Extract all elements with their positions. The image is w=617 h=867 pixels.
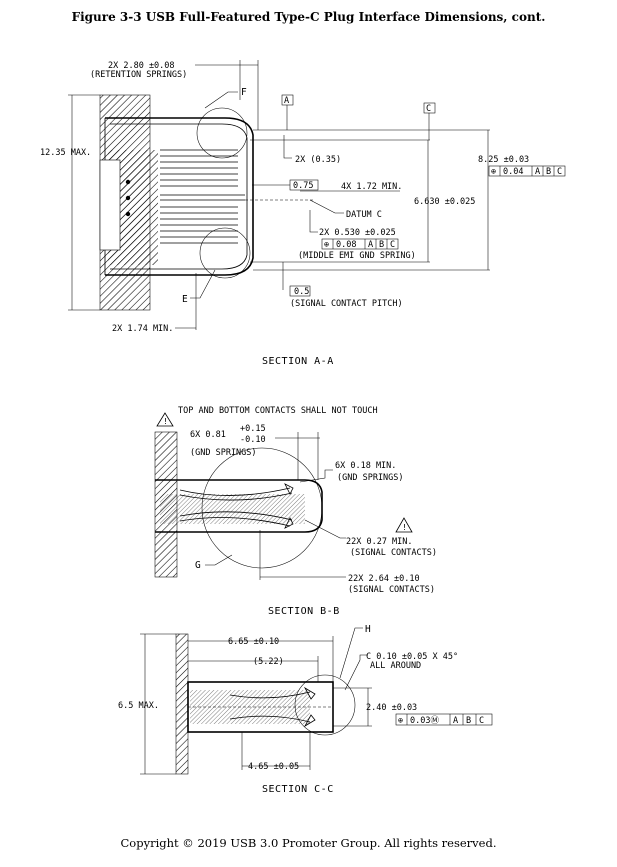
cc-fcf-240: ⊕ 0.03Ⓜ A B C [395, 713, 493, 726]
aa-datum-c: C [426, 104, 431, 114]
cc-height-max: 6.5 MAX. [118, 701, 159, 711]
svg-text:A: A [368, 240, 373, 250]
svg-text:0.03Ⓜ: 0.03Ⓜ [410, 716, 439, 726]
aa-detail-circle-f [196, 107, 248, 159]
svg-text:0.04: 0.04 [503, 167, 523, 177]
bb-gnd-springs-2: (GND SPRINGS) [337, 473, 404, 483]
cc-chamfer: C 0.10 ±0.05 X 45° [366, 652, 458, 662]
figure-title: Figure 3-3 USB Full-Featured Type-C Plug… [71, 10, 546, 24]
aa-height-max: 12.35 MAX. [40, 148, 91, 158]
aa-pitch-box: 0.5 [294, 287, 309, 297]
bb-warning-triangle-2: ! [395, 517, 413, 533]
bb-dim-027: 22X 0.27 MIN. [346, 537, 413, 547]
svg-text:B: B [379, 240, 384, 250]
copyright-footer: Copyright © 2019 USB 3.0 Promoter Group.… [120, 836, 497, 850]
aa-dim-825: 8.25 ±0.03 [478, 155, 529, 165]
svg-text:A: A [535, 167, 540, 177]
bb-dim-081: 6X 0.81 [190, 430, 226, 440]
aa-dim-075: 0.75 [293, 181, 313, 191]
cc-dim-240: 2.40 ±0.03 [366, 703, 417, 713]
bb-warning-text: TOP AND BOTTOM CONTACTS SHALL NOT TOUCH [178, 406, 378, 416]
svg-text:!: ! [402, 523, 407, 532]
cc-dim-465: 4.65 ±0.05 [248, 762, 299, 772]
svg-text:B: B [546, 167, 551, 177]
bb-signal-2: (SIGNAL CONTACTS) [348, 585, 435, 595]
aa-dim-174: 2X 1.74 MIN. [112, 324, 173, 334]
aa-datum-c-label: DATUM C [346, 210, 382, 220]
cc-dim-522: (5.22) [253, 657, 284, 667]
cc-chamfer-note: ALL AROUND [370, 661, 421, 671]
bb-shell [155, 479, 323, 533]
cc-plate-hatch [176, 634, 188, 774]
aa-fcf-0530: ⊕ 0.08 A B C [321, 238, 399, 250]
aa-dim-0530: 2X 0.530 ±0.025 [319, 228, 396, 238]
aa-callout-e: E [182, 294, 188, 305]
bb-dim-018: 6X 0.18 MIN. [335, 461, 396, 471]
section-cc: H 6.65 ±0.10 (5.22) C 0.10 ±0.05 X 45° A… [118, 624, 493, 795]
bb-callout-g: G [195, 560, 201, 571]
aa-dim-172: 4X 1.72 MIN. [341, 182, 402, 192]
svg-text:C: C [479, 716, 484, 726]
svg-text:0.08: 0.08 [336, 240, 356, 250]
aa-detail-circle-e [199, 227, 251, 279]
aa-datum-a: A [284, 96, 289, 106]
svg-text:⊕: ⊕ [324, 240, 329, 250]
section-bb: ! TOP AND BOTTOM CONTACTS SHALL NOT TOUC… [154, 406, 437, 617]
cc-detail-circle-h [294, 674, 356, 736]
svg-text:⊕: ⊕ [491, 167, 496, 177]
bb-detail-circle-g [201, 447, 323, 569]
section-bb-label: SECTION B-B [268, 606, 340, 617]
aa-dim-035: 2X (0.35) [295, 155, 341, 165]
aa-dim-6630: 6.630 ±0.025 [414, 197, 475, 207]
bb-dim-081-minus: -0.10 [240, 435, 266, 445]
svg-text:⊕: ⊕ [398, 716, 403, 726]
section-aa: 2X 2.80 ±0.08 (RETENTION SPRINGS) F A C … [40, 60, 566, 367]
svg-text:A: A [453, 716, 458, 726]
cc-callout-h: H [365, 624, 371, 635]
svg-text:!: ! [163, 417, 168, 426]
svg-text:C: C [557, 167, 562, 177]
aa-retention-dim: 2X 2.80 ±0.08 [108, 61, 175, 71]
aa-retention-note: (RETENTION SPRINGS) [90, 70, 187, 80]
svg-text:C: C [390, 240, 395, 250]
aa-contacts [125, 149, 245, 244]
section-aa-label: SECTION A-A [262, 356, 334, 367]
aa-middle-note: (MIDDLE EMI GND SPRING) [298, 251, 416, 261]
aa-pitch-note: (SIGNAL CONTACT PITCH) [290, 299, 403, 309]
bb-dim-081-plus: +0.15 [240, 424, 266, 434]
svg-text:B: B [466, 716, 471, 726]
bb-gnd-springs-1: (GND SPRINGS) [190, 448, 257, 458]
aa-fcf-825: ⊕ 0.04 A B C [488, 165, 566, 177]
cc-body [187, 681, 334, 733]
bb-signal-1: (SIGNAL CONTACTS) [350, 548, 437, 558]
aa-callout-f: F [241, 87, 247, 98]
cc-dim-665: 6.65 ±0.10 [228, 637, 279, 647]
section-cc-label: SECTION C-C [262, 784, 334, 795]
bb-warning-icon: ! [156, 412, 174, 427]
aa-shell [99, 117, 254, 276]
bb-dim-264: 22X 2.64 ±0.10 [348, 574, 420, 584]
